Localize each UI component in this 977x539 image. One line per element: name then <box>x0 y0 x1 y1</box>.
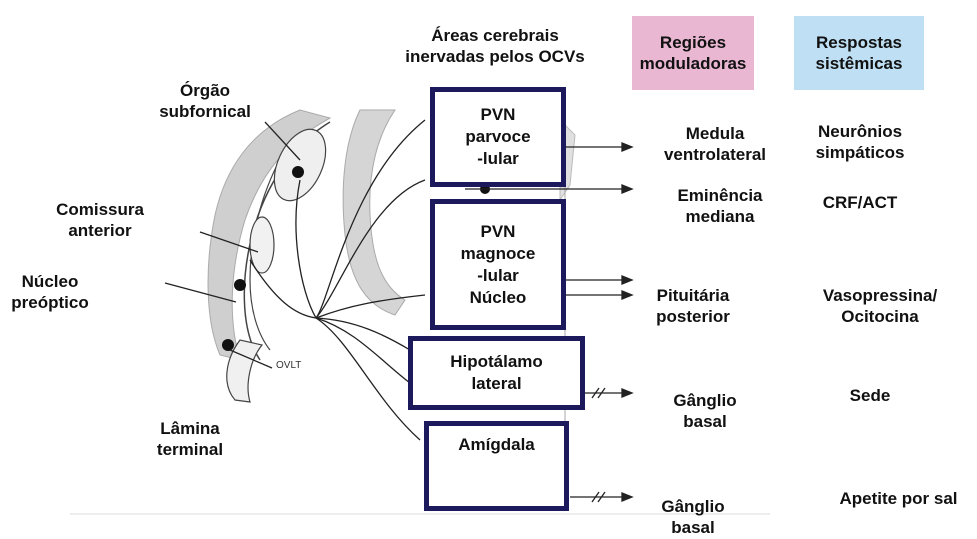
areas-header-line1: Áreas cerebrais <box>405 25 585 46</box>
pvn-magno-line2: magnoce <box>461 243 536 265</box>
comissura-anterior-label: Comissura anterior <box>40 199 160 241</box>
response-vasopressina: Vasopressina/ Ocitocina <box>805 285 955 327</box>
response-neuronios: Neurônios simpáticos <box>800 121 920 163</box>
region-pituitaria-line2: posterior <box>638 306 748 327</box>
areas-header-line2: inervadas pelos OCVs <box>405 46 585 67</box>
region-eminencia-line1: Eminência <box>650 185 790 206</box>
region-eminencia-line2: mediana <box>650 206 790 227</box>
ovlt-label: OVLT <box>276 360 301 371</box>
region-ganglio-2-line1: Gânglio <box>648 496 738 517</box>
region-ganglio-1-line1: Gânglio <box>660 390 750 411</box>
orgao-subfornical-label: Órgão subfornical <box>145 80 265 122</box>
region-pituitaria: Pituitária posterior <box>638 285 748 327</box>
amigdala-label: Amígdala <box>458 434 535 456</box>
areas-header: Áreas cerebrais inervadas pelos OCVs <box>395 18 595 74</box>
nucleo-line2: preóptico <box>0 292 100 313</box>
pvn-parvocelular-box: PVN parvoce -lular <box>430 87 566 187</box>
respostas-header-line2: sistêmicas <box>816 53 903 74</box>
region-ganglio-1: Gânglio basal <box>660 390 750 432</box>
response-crf: CRF/ACT <box>800 192 920 213</box>
region-ganglio-2-line2: basal <box>648 517 738 538</box>
region-ganglio-2: Gânglio basal <box>648 496 738 538</box>
pvn-parvo-line2: parvoce <box>465 126 530 148</box>
region-eminencia: Eminência mediana <box>650 185 790 227</box>
nucleo-line1: Núcleo <box>0 271 100 292</box>
lamina-line2: terminal <box>140 439 240 460</box>
response-sede: Sede <box>810 385 930 406</box>
nucleo-preoptico-label: Núcleo preóptico <box>0 271 100 313</box>
region-medula-line2: ventrolateral <box>640 144 790 165</box>
pvn-magno-line3: -lular <box>461 265 536 287</box>
pvn-parvo-line3: -lular <box>465 148 530 170</box>
response-vasopressina-line1: Vasopressina/ <box>805 285 955 306</box>
response-apetite: Apetite por sal <box>820 488 977 509</box>
response-neuronios-line2: simpáticos <box>800 142 920 163</box>
orgao-line2: subfornical <box>145 101 265 122</box>
lamina-line1: Lâmina <box>140 418 240 439</box>
regioes-header-line1: Regiões <box>640 32 747 53</box>
hipotalamo-lateral-box: Hipotálamo lateral <box>408 336 585 410</box>
region-ganglio-1-line2: basal <box>660 411 750 432</box>
pvn-magnocelular-box: PVN magnoce -lular Núcleo <box>430 199 566 330</box>
pvn-magno-line4: Núcleo <box>461 287 536 309</box>
shaded-region-mid <box>343 110 405 315</box>
regioes-header-line2: moduladoras <box>640 53 747 74</box>
region-pituitaria-line1: Pituitária <box>638 285 748 306</box>
lamina-terminal-label: Lâmina terminal <box>140 418 240 460</box>
region-medula: Medula ventrolateral <box>640 123 790 165</box>
response-vasopressina-line2: Ocitocina <box>805 306 955 327</box>
ovlt-dot <box>222 339 234 351</box>
region-medula-line1: Medula <box>640 123 790 144</box>
response-neuronios-line1: Neurônios <box>800 121 920 142</box>
orgao-line1: Órgão <box>145 80 265 101</box>
hipotalamo-line1: Hipotálamo <box>450 351 543 373</box>
preoptic-dot <box>234 279 246 291</box>
amigdala-box: Amígdala <box>424 421 569 511</box>
pvn-parvo-line1: PVN <box>465 104 530 126</box>
regioes-header: Regiões moduladoras <box>632 16 754 90</box>
sfo-dot <box>292 166 304 178</box>
respostas-header: Respostas sistêmicas <box>794 16 924 90</box>
hipotalamo-line2: lateral <box>450 373 543 395</box>
comissura-line1: Comissura <box>40 199 160 220</box>
respostas-header-line1: Respostas <box>816 32 903 53</box>
comissura-line2: anterior <box>40 220 160 241</box>
pvn-magno-line1: PVN <box>461 221 536 243</box>
